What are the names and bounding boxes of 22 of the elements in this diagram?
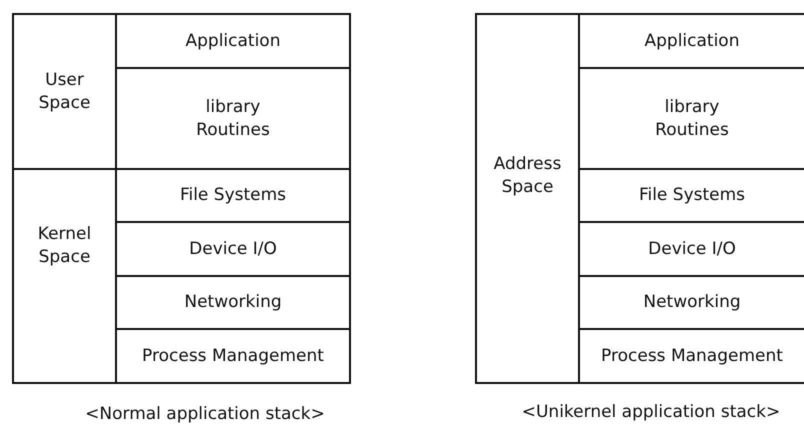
layer-label: Networking — [184, 291, 282, 314]
space-box — [475, 13, 580, 384]
layer-label: Networking — [643, 291, 741, 314]
layer-label: Process Management — [142, 344, 324, 368]
layer-label: File Systems — [180, 184, 286, 207]
layer-label: library Routines — [195, 96, 271, 142]
layer-label: Application — [186, 30, 280, 52]
layer-label: Process Management — [601, 344, 783, 368]
layer-label: Device I/O — [189, 238, 277, 260]
layer-label: User Space — [38, 68, 92, 114]
layer-label: library Routines — [654, 96, 730, 142]
layer-label: Device I/O — [648, 238, 736, 260]
layer-box — [115, 328, 351, 384]
space-box — [12, 13, 117, 170]
layer-label: Address Space — [492, 153, 562, 199]
layer-box — [115, 13, 351, 69]
layer-label: File Systems — [638, 184, 746, 207]
space-box — [12, 168, 117, 384]
layer-label: Kernel Space — [36, 223, 92, 269]
stack-caption: <Unikernel application stack> — [522, 402, 780, 422]
stack-caption: <Normal application stack> — [85, 404, 325, 424]
layer-label: Application — [644, 30, 740, 52]
